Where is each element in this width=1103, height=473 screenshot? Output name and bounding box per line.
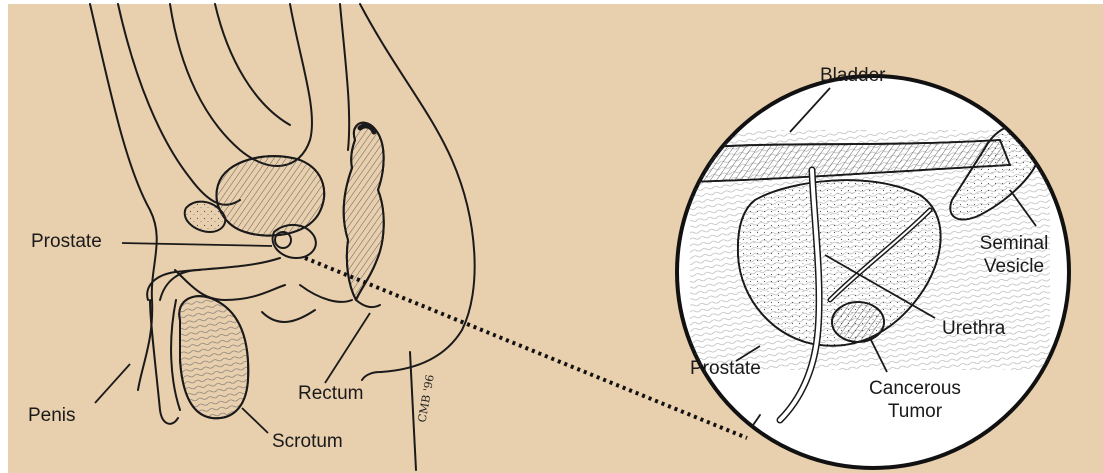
label-scrotum: Scrotum — [272, 430, 343, 453]
bladder-left — [217, 156, 325, 235]
label-seminal-line2: Vesicle — [966, 255, 1062, 278]
label-seminal-line1: Seminal — [966, 232, 1062, 255]
label-rectum: Rectum — [298, 382, 363, 405]
label-bladder: Bladder — [820, 64, 886, 87]
label-cancerous-line2: Tumor — [862, 400, 968, 423]
label-prostate-left: Prostate — [31, 230, 102, 253]
label-urethra: Urethra — [942, 317, 1005, 340]
label-cancerous-line1: Cancerous — [862, 377, 968, 400]
label-cancerous-tumor: Cancerous Tumor — [862, 377, 968, 423]
label-seminal-vesicle: Seminal Vesicle — [966, 232, 1062, 278]
label-penis: Penis — [28, 404, 76, 427]
label-prostate-inset: Prostate — [690, 357, 761, 380]
